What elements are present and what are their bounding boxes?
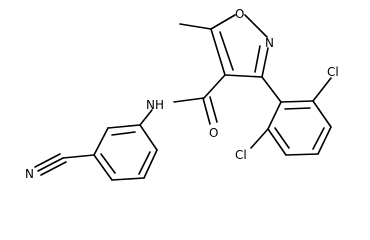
bond-ar2-d (285, 153, 319, 156)
bond-ar2-b (312, 100, 332, 128)
bond-ar2-e (267, 128, 287, 156)
bond-cn-2 (34, 153, 61, 168)
oxygen-carbonyl-label: O (209, 126, 218, 140)
bond-ar2-cl-top (312, 77, 332, 102)
bond-c4-carbonyl (203, 74, 226, 99)
bond-ar2-c-inner (312, 127, 325, 150)
bond-ar1-a (139, 124, 158, 151)
bond-ar1-b (143, 149, 158, 179)
bond-c4-c5 (210, 28, 226, 76)
bond-ar1-c (111, 177, 145, 181)
bonds (34, 14, 332, 181)
bond-ar2-a (280, 100, 314, 103)
molecule-drawing: O N O NH Cl Cl N (25, 7, 339, 181)
bond-c3-ar2 (261, 76, 282, 103)
bond-c3-c4 (224, 74, 263, 78)
bond-ar2-cl-bottom (250, 128, 269, 149)
bond-ar1-d-inner (100, 153, 116, 174)
bond-o-n (244, 14, 268, 38)
chlorine-top-label: Cl (327, 65, 339, 79)
oxygen-ring-label: O (235, 7, 244, 21)
bond-ar2-f (267, 101, 282, 130)
bond-n-c3-inner (254, 45, 261, 73)
bond-co-1 (202, 97, 211, 125)
bond-c5-o (210, 14, 236, 30)
amide-nh-label: NH (146, 98, 164, 112)
bond-ar1-b-inner (138, 151, 151, 175)
bond-nh-aryl (139, 109, 153, 126)
bond-ar2-c (317, 126, 332, 155)
nitrogen-ring-label: N (265, 36, 274, 50)
bond-ar2-a-inner (284, 107, 311, 110)
bond-ar1-e (93, 127, 109, 156)
bond-ar2-e-inner (274, 127, 290, 149)
structure-svg: O N O NH Cl Cl N (25, 7, 339, 181)
bond-c4-c5-inner (219, 31, 234, 71)
bond-carbonyl-nh (173, 97, 205, 103)
bond-cn-1 (37, 157, 64, 172)
bond-ar1-f-inner (111, 131, 136, 136)
bond-ar1-d (93, 154, 113, 181)
bond-n-c3 (261, 47, 269, 78)
bond-ring-cn (62, 154, 95, 159)
nitrile-n-label: N (25, 167, 34, 181)
bond-c5-methyl (179, 23, 212, 30)
bond-cn-3 (40, 161, 67, 176)
atom-labels: O N O NH Cl Cl N (25, 7, 339, 181)
bond-co-2 (209, 96, 218, 123)
bond-ar1-f (107, 124, 141, 129)
chlorine-bottom-label: Cl (235, 148, 247, 162)
